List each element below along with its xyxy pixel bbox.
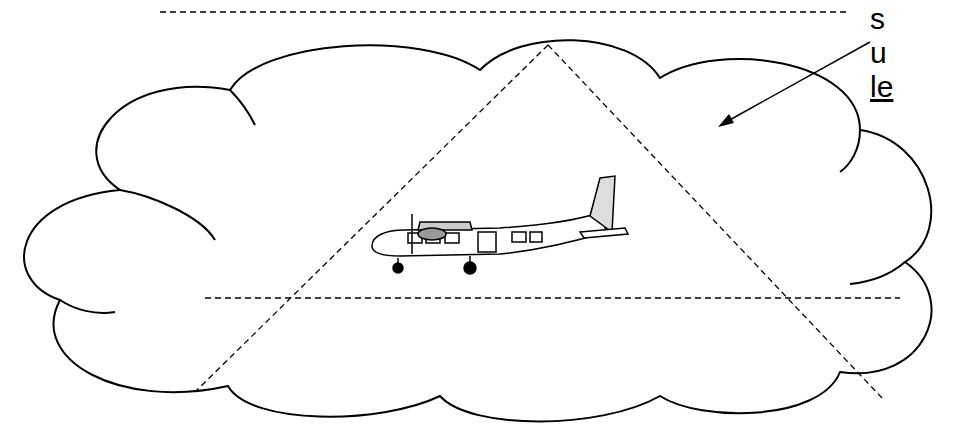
airplane — [372, 176, 628, 274]
dashed-line — [205, 297, 900, 298]
cloud-fold — [840, 130, 860, 172]
cloud-fold — [850, 262, 905, 284]
dashed-line — [548, 45, 882, 398]
arrow-head — [718, 114, 734, 127]
cloud-outline — [24, 40, 931, 421]
dashed-line — [160, 11, 850, 12]
cloud-fold — [60, 300, 115, 313]
cloud-fold — [230, 90, 255, 125]
cloud-fold — [120, 190, 215, 240]
callout-text: le — [870, 72, 893, 102]
callout-text: s — [870, 4, 885, 34]
leader-line — [726, 42, 870, 122]
dashed-line — [195, 45, 548, 392]
callout-text: u — [870, 38, 887, 68]
